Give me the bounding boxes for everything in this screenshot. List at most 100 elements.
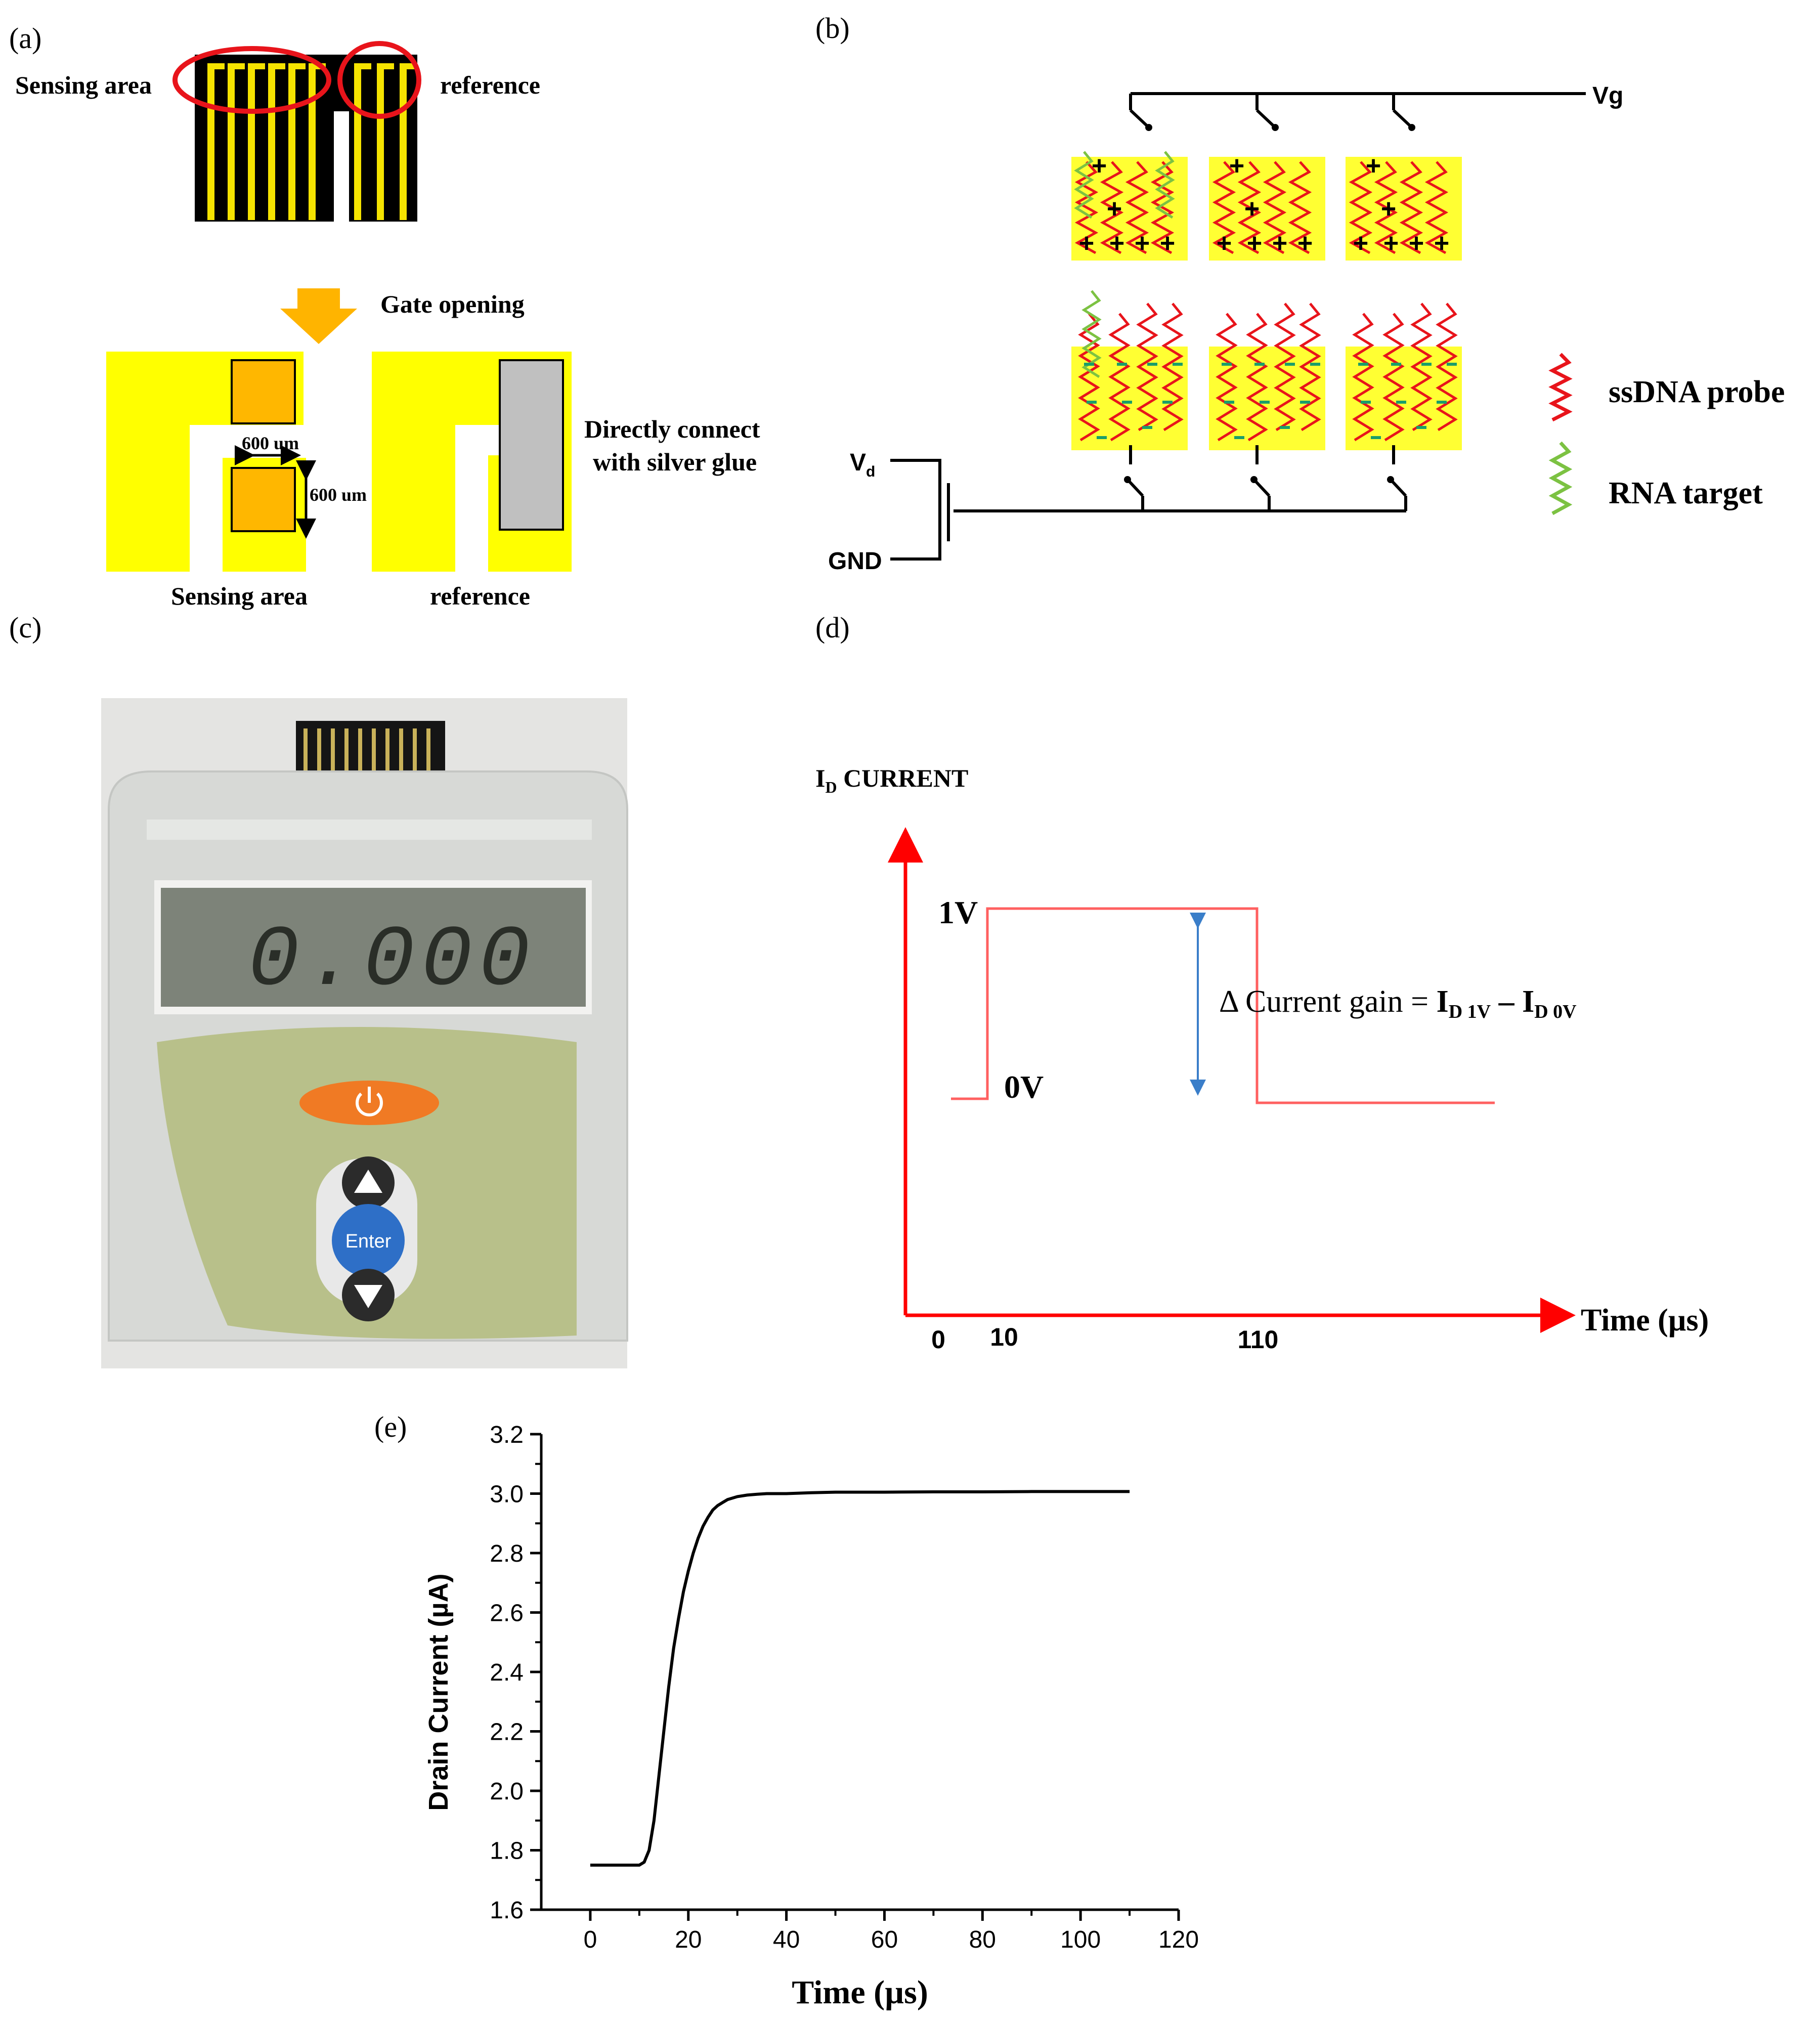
probe-strand bbox=[1288, 161, 1312, 254]
negative-charge-mark bbox=[1260, 401, 1270, 404]
bottom-reference-label: reference bbox=[430, 582, 530, 610]
negative-charge-mark bbox=[1147, 363, 1157, 366]
probe-strand bbox=[1349, 161, 1373, 254]
bottom-sensing-area-label: Sensing area bbox=[171, 582, 308, 610]
e-y-tick-label: 2.8 bbox=[490, 1540, 524, 1567]
negative-charge-mark bbox=[1396, 401, 1406, 404]
enter-button[interactable] bbox=[332, 1204, 405, 1277]
chip-finger-hook bbox=[354, 63, 371, 69]
positive-charge-mark: + bbox=[1409, 229, 1424, 258]
negative-charge-mark bbox=[1358, 363, 1368, 366]
e-y-tick-label: 3.0 bbox=[490, 1481, 524, 1508]
pulse-high-label: 1V bbox=[938, 894, 978, 930]
positive-charge-mark: + bbox=[1434, 229, 1449, 258]
panel-b: (b) Vg ++++++++++++++++++ Vd GND ssDNA p… bbox=[815, 12, 1785, 575]
negative-charge-mark bbox=[1084, 363, 1094, 366]
device-photo: 0.000 Enter bbox=[101, 698, 628, 1368]
lcd-reading: 0.000 bbox=[248, 913, 536, 1010]
e-x-axis-label: Time (µs) bbox=[792, 1974, 928, 2011]
chip-finger-hook bbox=[377, 63, 394, 69]
lcd-display bbox=[161, 888, 586, 1007]
e-y-tick-label: 2.2 bbox=[490, 1719, 524, 1746]
panel-e-label: (e) bbox=[374, 1410, 407, 1443]
legend-target-label: RNA target bbox=[1609, 476, 1763, 510]
negative-charge-mark bbox=[1222, 363, 1232, 366]
chip-finger bbox=[309, 63, 316, 220]
probe-strand bbox=[1212, 161, 1236, 254]
chip-finger-hook bbox=[248, 63, 265, 69]
positive-charge-mark: + bbox=[1383, 229, 1399, 258]
drain-switches bbox=[1124, 445, 1407, 511]
gate-opening-label: Gate opening bbox=[380, 290, 525, 318]
d-x-axis-label: Time (µs) bbox=[1581, 1303, 1709, 1338]
positive-charge-mark: + bbox=[1092, 151, 1107, 181]
photo-chip-finger bbox=[399, 728, 403, 779]
d-x-tick-10: 10 bbox=[990, 1323, 1018, 1351]
enter-button-label: Enter bbox=[345, 1231, 392, 1252]
negative-charge-mark bbox=[1361, 401, 1371, 404]
positive-charge-mark: + bbox=[1272, 229, 1287, 258]
e-x-tick-label: 80 bbox=[969, 1926, 996, 1953]
e-y-tick-label: 1.6 bbox=[490, 1897, 524, 1924]
negative-charge-mark bbox=[1416, 426, 1426, 429]
probe-strand bbox=[1216, 313, 1238, 442]
probe-strand bbox=[1136, 303, 1158, 432]
negative-charge-mark bbox=[1285, 363, 1295, 366]
probe-strand bbox=[1410, 303, 1433, 432]
reference-highlight bbox=[337, 41, 421, 119]
negative-charge-mark bbox=[1300, 401, 1310, 404]
probe-strand bbox=[1100, 161, 1124, 254]
legend-probe-swatch bbox=[1548, 353, 1573, 422]
down-arrow-icon bbox=[354, 1285, 382, 1308]
sensing-pad-bottom bbox=[231, 467, 296, 532]
silver-glue-label-line2: with silver glue bbox=[593, 448, 757, 476]
positive-charge-mark: + bbox=[1353, 229, 1368, 258]
photo-chip-finger bbox=[372, 728, 376, 779]
gate-switch-blade bbox=[1392, 109, 1412, 128]
chip-finger bbox=[268, 63, 275, 220]
gate-pulse-waveform bbox=[951, 907, 1495, 1104]
probe-strand bbox=[1078, 313, 1100, 442]
reference-label: reference bbox=[440, 71, 540, 99]
positive-charge-mark: + bbox=[1229, 151, 1244, 181]
panel-a: (a) Sensing area reference Gate opening … bbox=[9, 22, 760, 610]
negative-charge-mark bbox=[1087, 401, 1097, 404]
chip-finger bbox=[377, 63, 384, 220]
width-dimension-label: 600 um bbox=[242, 433, 299, 453]
e-y-axis-label: Drain Current (µA) bbox=[423, 1573, 454, 1811]
vg-label: Vg bbox=[1592, 82, 1623, 109]
photo-chip-finger bbox=[358, 728, 362, 779]
d-x-tick-0: 0 bbox=[931, 1325, 945, 1354]
e-y-tick-label: 2.0 bbox=[490, 1778, 524, 1805]
panel-d: (d) ID CURRENT 1V 0V Δ Current gain = ID… bbox=[815, 611, 1709, 1354]
negative-charge-mark bbox=[1097, 436, 1107, 439]
positive-charge-mark: + bbox=[1079, 229, 1094, 258]
target-strand bbox=[1074, 151, 1094, 219]
drain-switch-blade bbox=[1389, 478, 1407, 497]
panel-a-label: (a) bbox=[9, 22, 41, 55]
d-x-tick-110: 110 bbox=[1238, 1325, 1279, 1354]
chip-finger bbox=[248, 63, 255, 220]
negative-charge-mark bbox=[1162, 401, 1173, 404]
chip-finger-hook bbox=[400, 63, 417, 69]
d-y-axis-label: ID CURRENT bbox=[815, 764, 968, 796]
probe-strand bbox=[1161, 303, 1184, 432]
probe-strand bbox=[1125, 161, 1149, 254]
chip-finger-hook bbox=[288, 63, 306, 69]
negative-charge-mark bbox=[1447, 363, 1457, 366]
photo-chip-finger bbox=[426, 728, 430, 779]
photo-chip-finger bbox=[304, 728, 308, 779]
e-y-tick-label: 2.6 bbox=[490, 1600, 524, 1627]
photo-chip-finger bbox=[413, 728, 417, 779]
probe-strand bbox=[1246, 313, 1268, 442]
e-y-tick-label: 3.2 bbox=[490, 1422, 524, 1448]
positive-charge-mark: + bbox=[1366, 151, 1381, 181]
probe-strand bbox=[1274, 303, 1296, 432]
chip-finger bbox=[207, 63, 214, 220]
drain-switch-blade bbox=[1126, 478, 1144, 497]
negative-charge-mark bbox=[1421, 363, 1432, 366]
panel-b-label: (b) bbox=[815, 12, 850, 45]
panel-c-label: (c) bbox=[9, 611, 41, 644]
